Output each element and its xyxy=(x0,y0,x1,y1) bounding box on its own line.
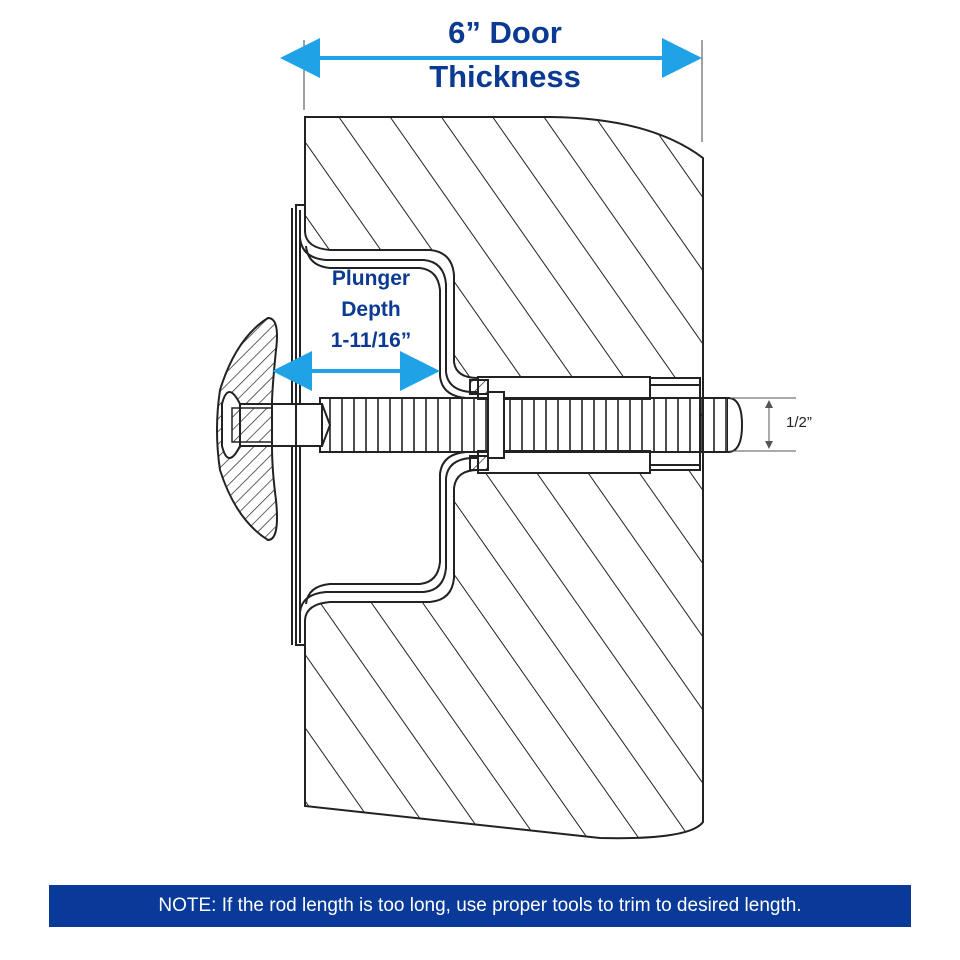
plunger-depth-label-line1: Plunger xyxy=(331,267,411,290)
door-thickness-label-line1: 6” Door xyxy=(448,15,562,50)
note-text: NOTE: If the rod length is too long, use… xyxy=(158,895,802,916)
note-banner: NOTE: If the rod length is too long, use… xyxy=(49,885,911,927)
plunger-depth-label-line2: Depth xyxy=(341,298,401,321)
plunger-depth-label-line3: 1-11/16” xyxy=(330,329,412,352)
door-thickness-label-line2: Thickness xyxy=(429,59,581,94)
plunger-sleeve xyxy=(291,208,490,645)
plunger-knob xyxy=(216,316,278,542)
rod-diameter-label: 1/2” xyxy=(786,414,812,431)
guide-bushing xyxy=(469,376,700,474)
door-section xyxy=(295,116,704,840)
door-thickness-dimension xyxy=(280,38,703,142)
rod-diameter-dimension xyxy=(730,397,796,452)
